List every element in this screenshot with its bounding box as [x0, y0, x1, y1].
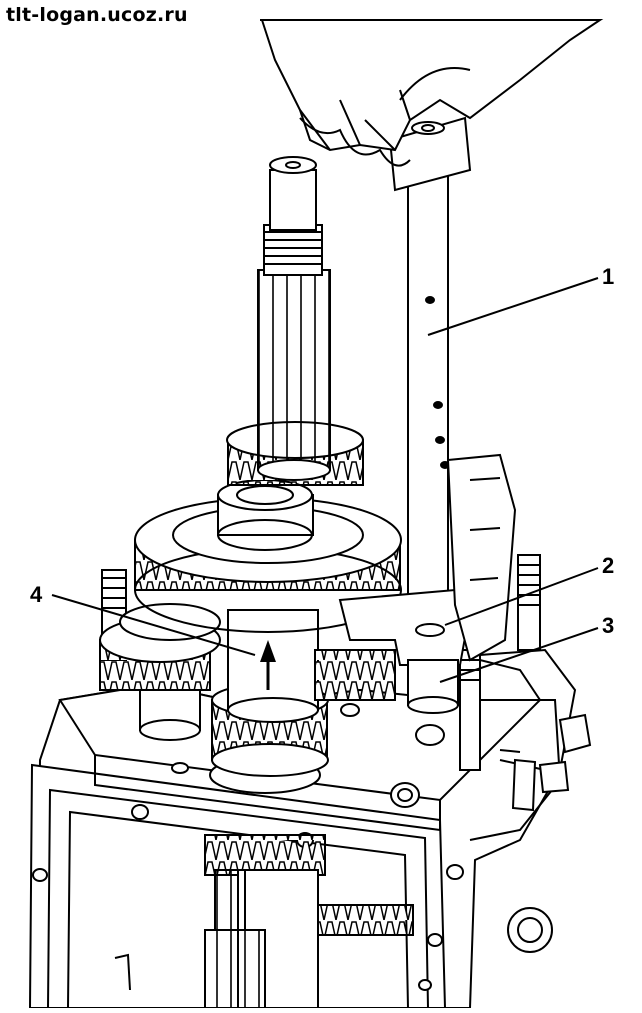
callout-2: 2: [602, 553, 615, 578]
callout-3: 3: [602, 613, 615, 638]
hand-icon: [260, 19, 604, 167]
secondary-shaft-gears: [99, 603, 221, 741]
callout-1: 1: [602, 264, 615, 289]
up-arrow-icon: [260, 640, 276, 690]
puller-tool: [338, 116, 517, 714]
lower-gear-cluster: [114, 834, 414, 1009]
leader-lines: [51, 277, 599, 683]
main-shaft-assembly: [134, 156, 402, 777]
site-watermark: tlt-logan.ucoz.ru: [6, 4, 188, 26]
callout-4: 4: [30, 582, 43, 607]
